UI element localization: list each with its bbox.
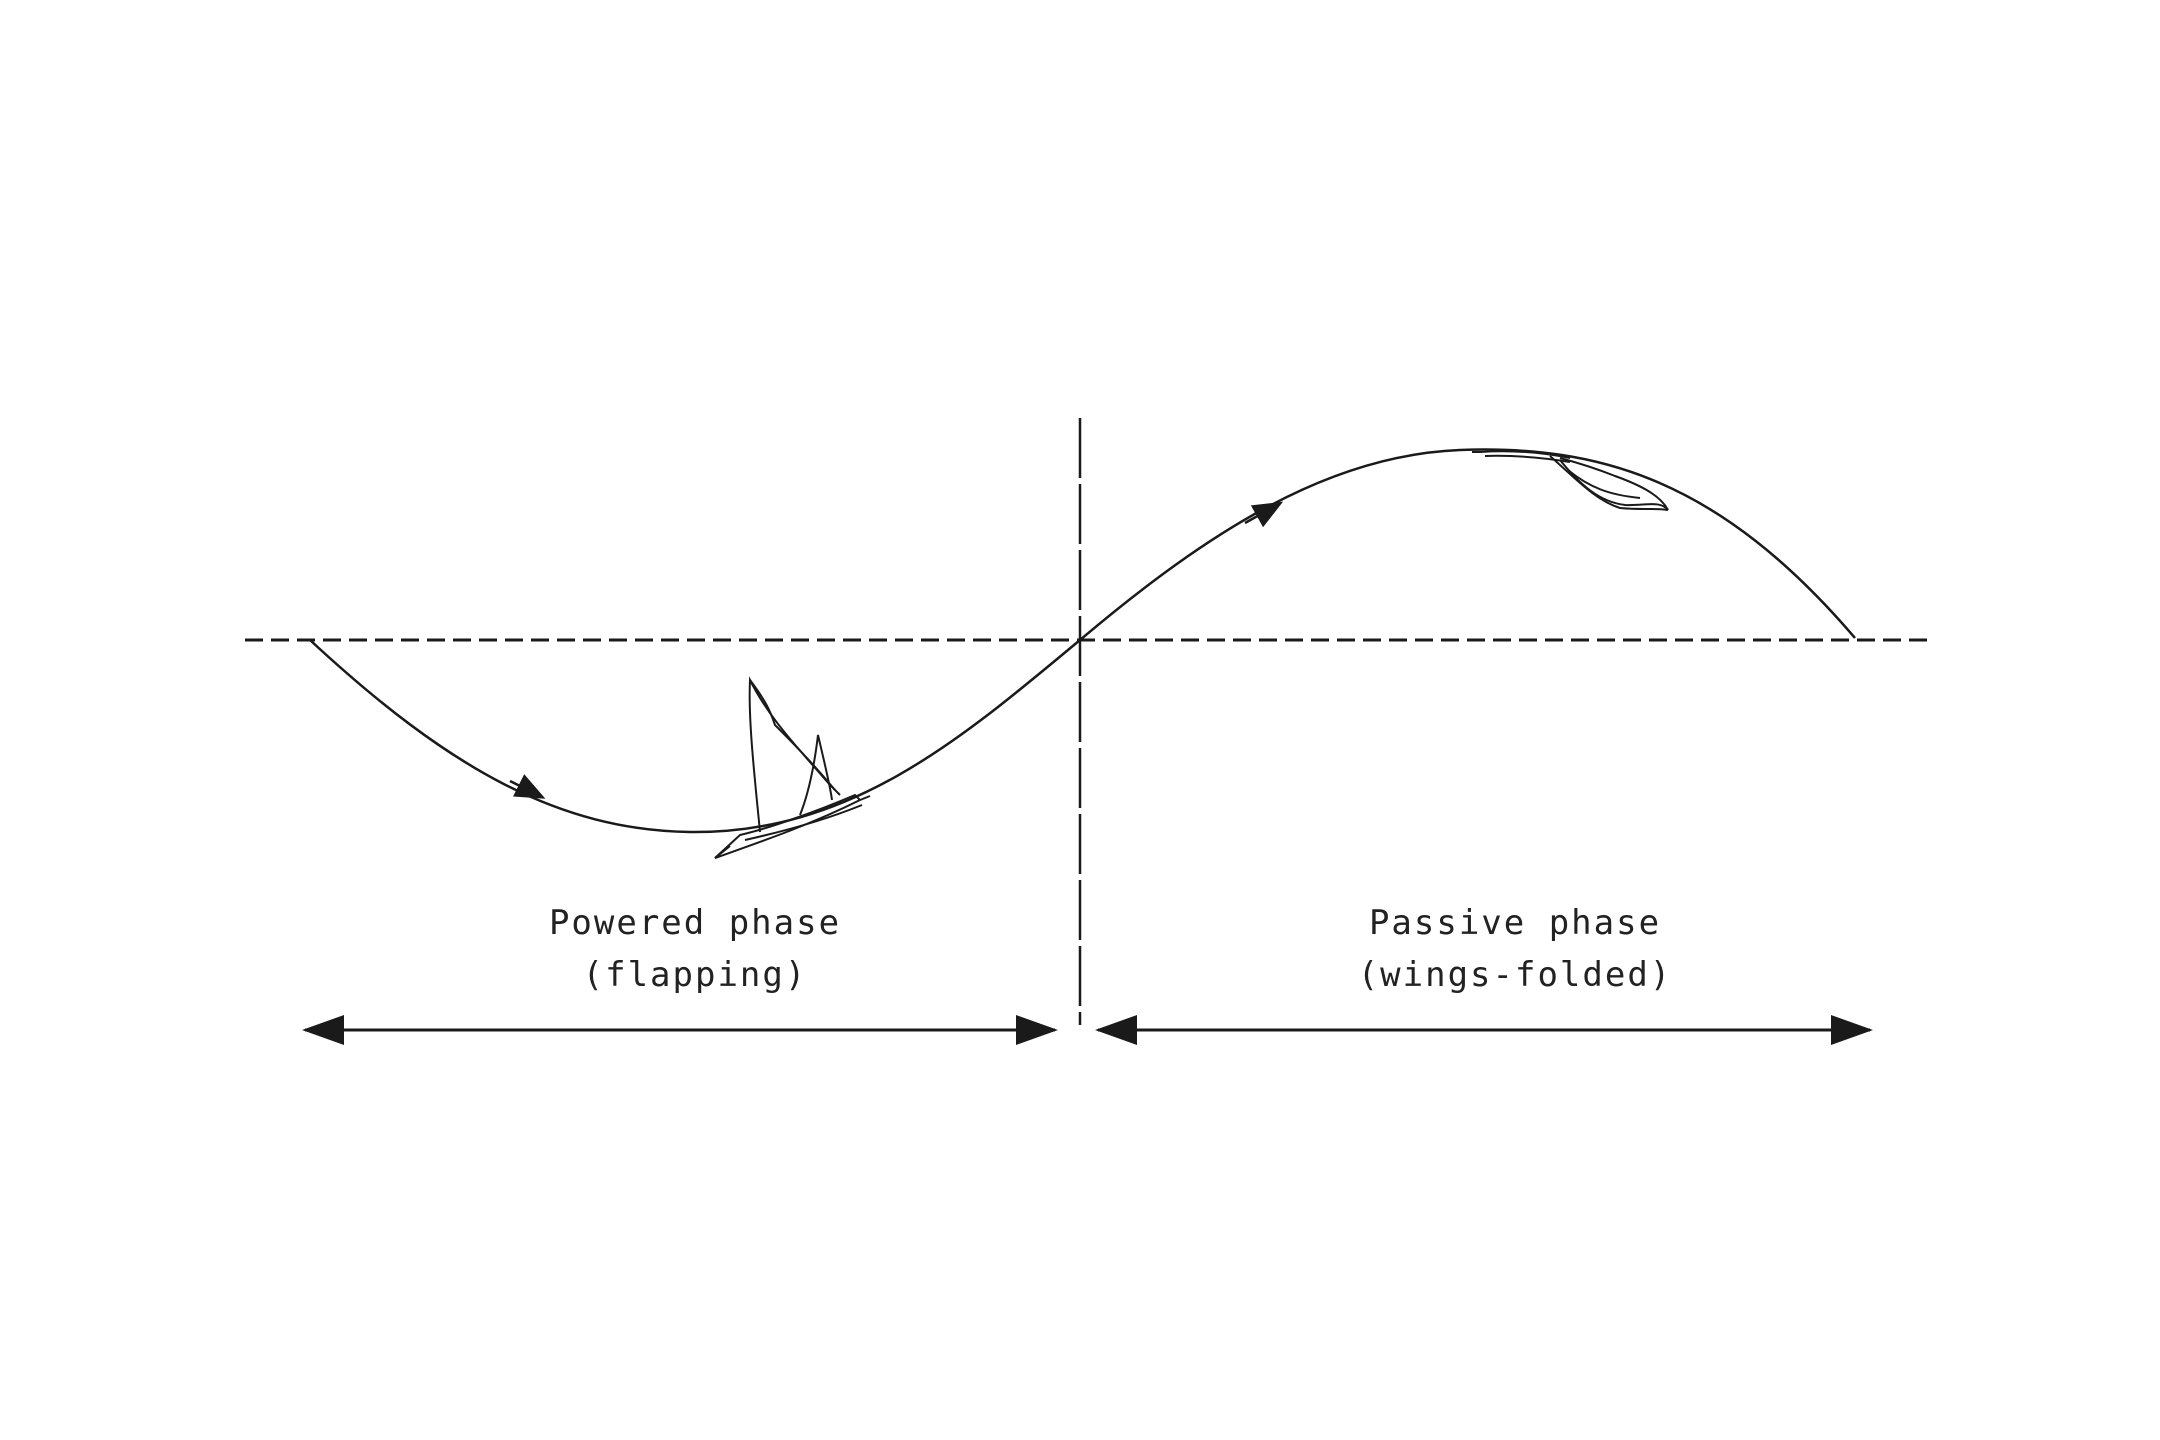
powered-phase-sublabel: (flapping) bbox=[583, 955, 808, 995]
direction-arrow-passive bbox=[1244, 501, 1284, 528]
powered-phase-label: Powered phase bbox=[549, 903, 841, 943]
direction-arrow-powered bbox=[509, 774, 546, 799]
passive-phase-label: Passive phase bbox=[1369, 903, 1661, 943]
folded-wing-bird-icon bbox=[1472, 450, 1669, 511]
passive-phase-sublabel: (wings-folded) bbox=[1358, 955, 1673, 995]
flapping-bird-icon bbox=[714, 676, 871, 859]
flight-path-curve bbox=[309, 448, 1856, 834]
